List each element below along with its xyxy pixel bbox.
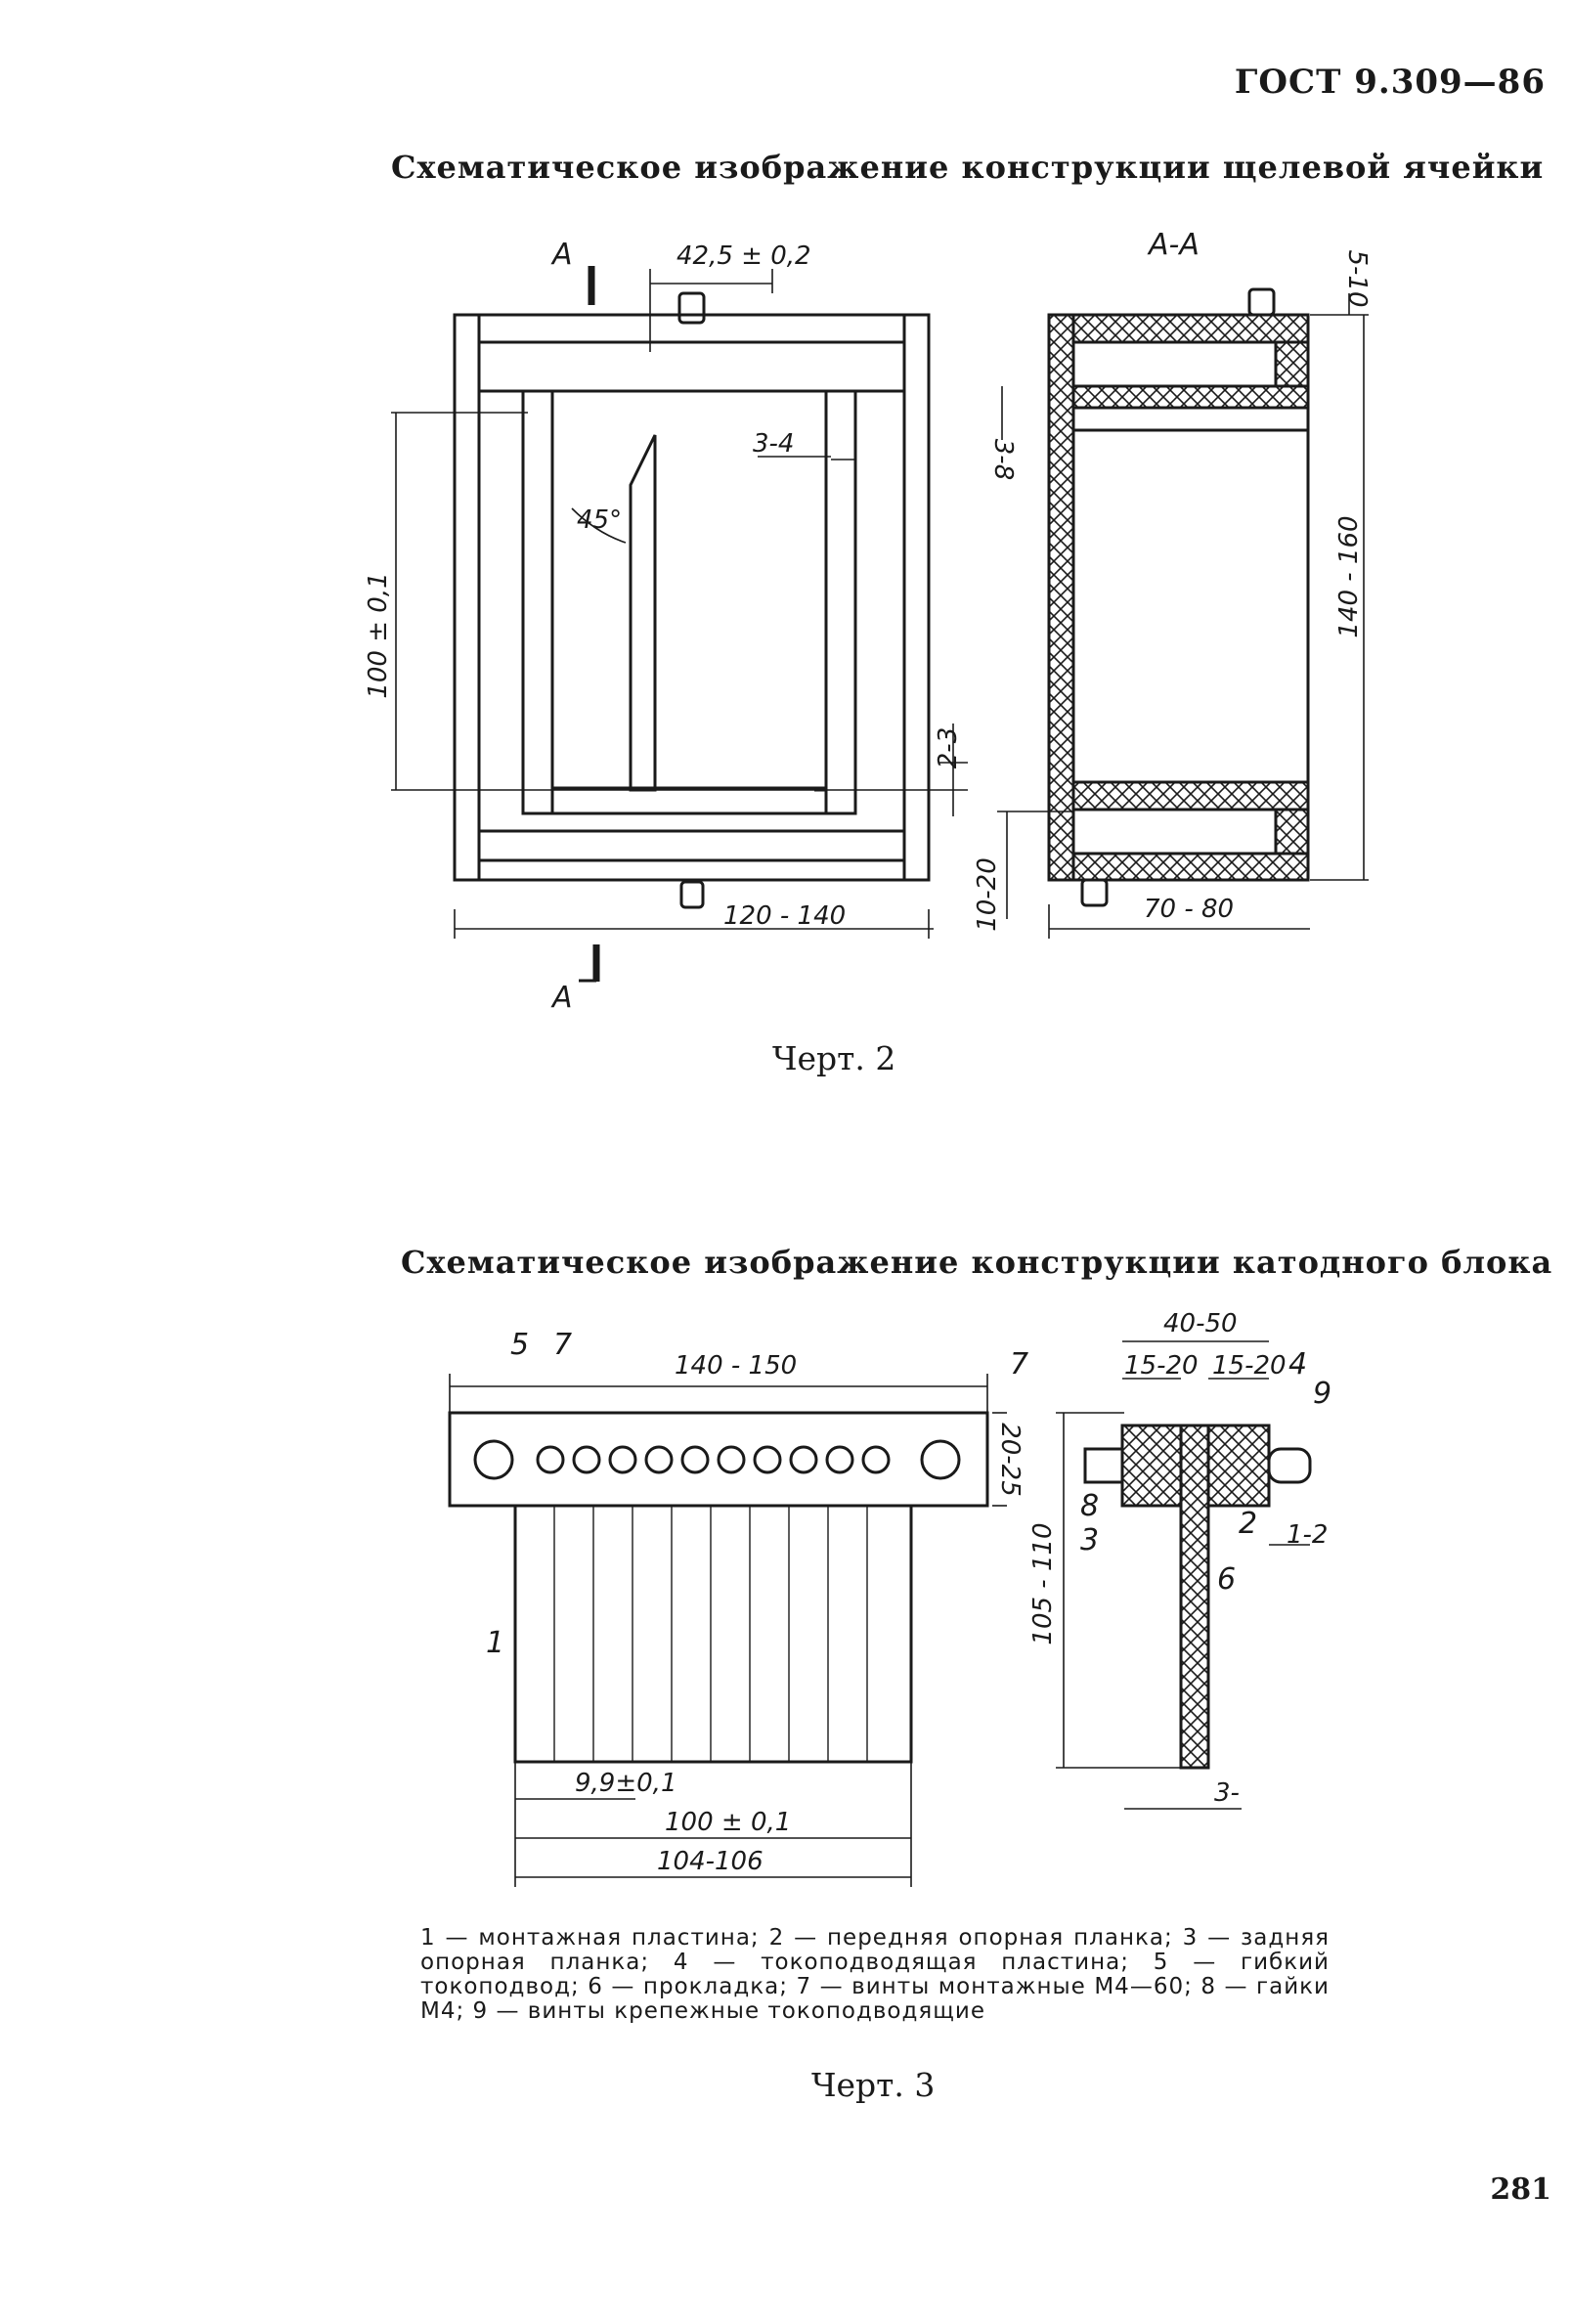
dim-thickness: 40-50 [1163,1309,1238,1338]
section-view-label: А-А [1147,228,1200,262]
dim-plate-pitch: 9,9±0,1 [575,1769,676,1798]
part-number-9: 9 [1313,1377,1331,1411]
part-number-7-left: 7 [553,1328,572,1362]
figure3-title: Схематическое изображение конструкции ка… [401,1244,1553,1281]
bottom-bar [477,829,906,862]
dim-bottom-gap: 2-3 [934,727,963,768]
part-number-6: 6 [1217,1562,1236,1597]
dim-side-height: 140 - 160 [1334,515,1364,637]
dim-overall: 104-106 [657,1847,764,1876]
part-number-3: 3 [1080,1523,1099,1557]
dim-side-upper: 3-8 [988,439,1018,480]
part-number-7-right: 7 [1010,1347,1028,1381]
top-bar [477,340,906,393]
section-label-top: А [550,238,573,272]
dim-top-offset: 42,5 ± 0,2 [676,241,811,271]
dim-side-top: 5-10 [1342,249,1372,307]
bottom-fitting [679,880,705,909]
dim-slot-gap: 3-4 [753,429,794,459]
figure3-legend: 1 — монтажная пластина; 2 — передняя опо… [420,1925,1330,2024]
dim-side-width: 70 - 80 [1144,895,1234,924]
figure2-title: Схематическое изображение конструкции ще… [391,149,1545,186]
dim-angle: 45° [577,505,622,535]
page-number: 281 [1490,2172,1551,2207]
top-fitting [677,291,706,325]
part-number-2: 2 [1239,1507,1257,1541]
plate-block [513,1504,913,1764]
part-number-1: 1 [486,1626,504,1660]
document-header: ГОСТ 9.309—86 [1234,63,1546,102]
part-number-4: 4 [1288,1347,1307,1381]
dim-height: 100 ± 0,1 [364,572,393,698]
section-label-bottom: А [550,981,573,1015]
figure3-caption: Черт. 3 [811,2066,936,2104]
dim-part-a: 15-20 [1124,1351,1199,1381]
figure2-caption: Черт. 2 [772,1039,896,1077]
dim-total-height: 105 - 110 [1028,1522,1058,1644]
part-number-5: 5 [510,1328,529,1362]
screw-row [473,1439,961,1480]
dim-width: 120 - 140 [723,901,846,931]
dim-plate-thickness: 3- [1214,1778,1240,1808]
dim-gap: 1-2 [1287,1520,1328,1550]
dim-length: 140 - 150 [675,1351,797,1381]
cell-frame [453,313,931,882]
dim-part-b: 15-20 [1212,1351,1287,1381]
dim-side-bottom: 10-20 [973,857,1002,932]
dim-bar-height: 20-25 [995,1423,1025,1497]
dim-plate-span: 100 ± 0,1 [665,1808,791,1837]
part-number-8: 8 [1080,1489,1099,1523]
